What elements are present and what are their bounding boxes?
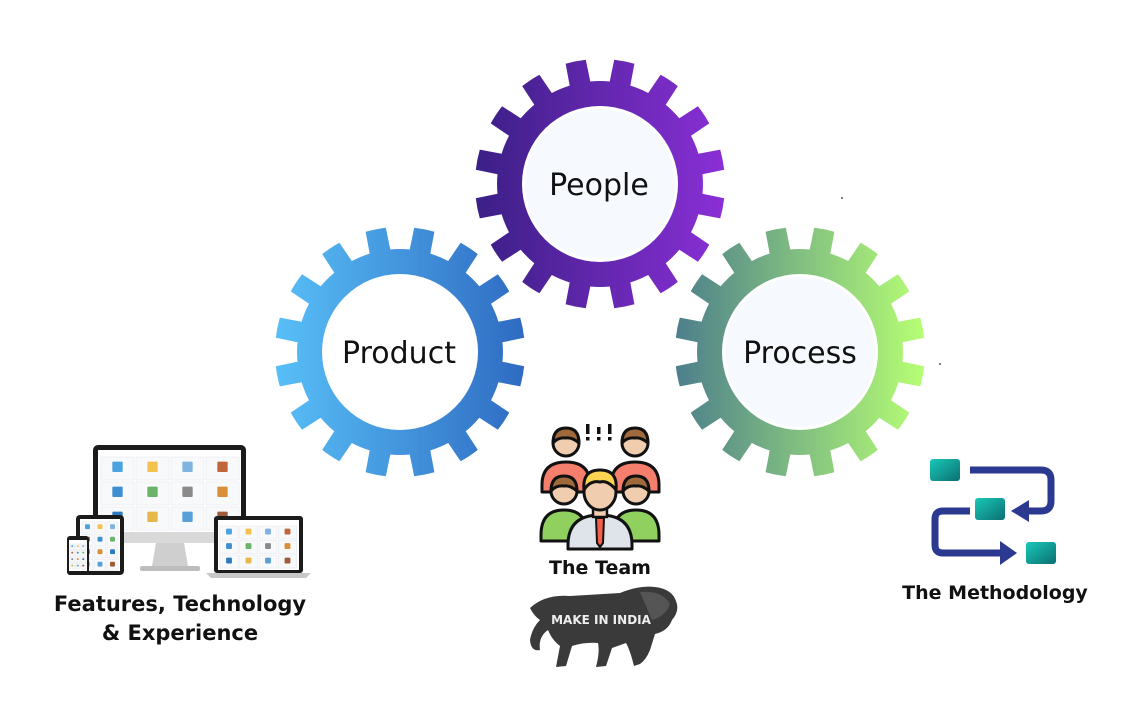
app-tile-icon [226,557,232,564]
app-tile-icon [245,528,252,535]
devices-illustration [67,445,311,578]
lion-mane [640,591,670,620]
app-tile-icon [112,461,123,472]
app-tile-icon [147,511,158,522]
app-tile-icon [97,536,103,542]
process-box-3 [1026,542,1056,564]
methodology-icon [930,459,1056,565]
gear-product-hub [325,277,475,427]
app-tile-icon [226,528,232,535]
app-tile-icon [284,528,291,535]
team-member-mid-left [539,474,589,543]
team-member-leader [566,468,634,551]
caption-product-line-1: Features, Technology [53,592,307,616]
app-tile-icon [85,524,90,530]
monitor-chin [98,532,241,543]
app-tile-icon [217,486,228,497]
app-tile-icon [82,564,85,567]
gear-process-shape [675,227,925,477]
team-illustration [539,424,661,551]
gear-product-label: Product [342,336,456,371]
gear-people-hub [525,109,675,259]
phone-app-tiles [69,543,86,570]
app-tile-icon [76,558,79,561]
laptop-base [206,573,311,578]
app-tile-icon [97,561,103,567]
app-tile-icon [226,543,232,549]
flow-arrow-bottom [931,507,1008,557]
gear-product-shape [275,227,525,477]
app-tile-icon [110,524,115,530]
app-tile-icon [147,486,158,497]
app-tile-icon [110,536,115,542]
gear-process: Process [675,227,925,477]
monitor-base [140,566,200,571]
caption-product-line-2: & Experience [101,621,259,645]
caption-team: The Team [549,557,651,579]
app-tile-icon [182,486,193,497]
app-tile-icon [147,461,158,472]
app-tile-icon [217,461,228,472]
gear-process-hub [725,277,875,427]
app-tile-icon [284,557,291,564]
arrow-head-right [1000,541,1017,565]
app-tile-icon [71,564,74,567]
laptop-app-tiles [219,525,297,569]
app-tile-icon [82,545,85,548]
app-tile-icon [265,528,271,535]
make-in-india-logo: MAKE IN INDIA [530,586,678,667]
caption-product: Features, Technology & Experience [40,590,320,648]
app-tile-icon [265,557,271,564]
app-tile-icon [76,545,79,548]
app-tile-icon [112,486,123,497]
gear-people-label: People [549,168,649,203]
app-tile-icon [76,551,79,554]
arrow-head-left [1011,500,1029,522]
exclamation-icon [586,424,612,441]
gear-people-shape [475,59,725,309]
app-tile-icon [182,461,193,472]
app-tile-icon [265,543,271,549]
app-tile-icon [82,558,85,561]
gear-process-label: Process [743,336,857,371]
app-tile-icon [71,558,74,561]
monitor-stand [152,543,188,566]
app-tile-icon [97,524,103,530]
app-tile-icon [110,549,115,555]
gear-people: People [475,59,725,309]
app-tile-icon [82,551,85,554]
caption-methodology: The Methodology [902,582,1088,604]
app-tile-icon [284,543,291,549]
process-box-2 [975,498,1005,520]
flow-arrow-top [970,466,1055,515]
app-tile-icon [97,549,103,555]
app-tile-icon [71,551,74,554]
stray-dot [841,197,843,199]
gear-product: Product [275,227,525,477]
stray-dot [939,363,941,365]
app-tile-icon [245,543,252,549]
app-tile-icon [245,557,252,564]
app-tile-icon [182,511,193,522]
app-tile-icon [76,564,79,567]
process-box-1 [930,459,960,481]
lion-silhouette [530,586,678,667]
app-tile-icon [71,545,74,548]
app-tile-icon [110,561,115,567]
make-in-india-text: MAKE IN INDIA [551,613,652,627]
